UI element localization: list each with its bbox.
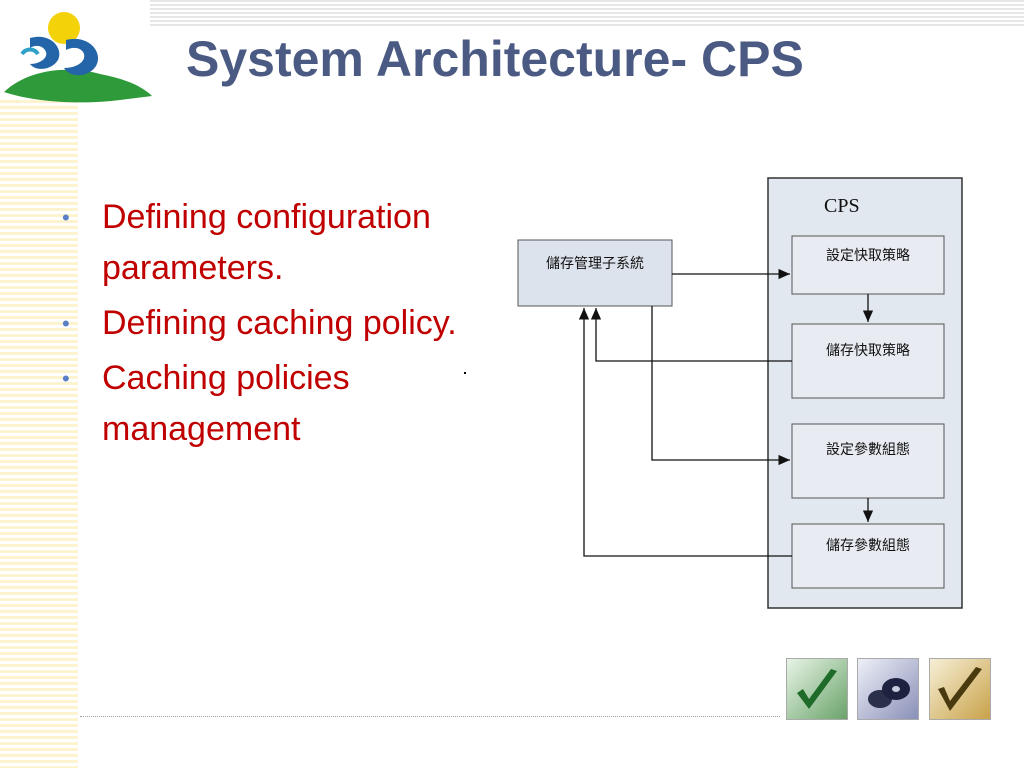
- arrow-source-to-step3: [651, 306, 790, 466]
- disc-icon: [857, 658, 919, 720]
- bullet-marker-icon: •: [62, 205, 70, 230]
- sidebar-stripe: [0, 100, 78, 768]
- bullet-text: Caching policies management: [102, 359, 350, 448]
- step-label-3: 設定參數組態: [826, 442, 910, 458]
- architecture-diagram: CPS 儲存管理子系統 設定快取策略 儲存快取策略 設定參數組態 儲存參數組態: [517, 177, 963, 609]
- step-label-4: 儲存參數組態: [826, 538, 910, 554]
- bullet-item: • Defining caching policy.: [62, 298, 502, 349]
- step-box-3: [791, 423, 945, 499]
- step-box-4: [791, 523, 945, 589]
- check-mark-icon: [786, 658, 848, 720]
- bullet-item: • Defining configuration parameters.: [62, 192, 502, 294]
- bullet-list: • Defining configuration parameters. • Def…: [62, 192, 502, 459]
- cps-label: CPS: [824, 195, 860, 217]
- bullet-text: Defining caching policy.: [102, 304, 457, 342]
- logo-icon: [4, 12, 152, 103]
- bullet-marker-icon: •: [62, 311, 70, 336]
- bullet-marker-icon: •: [62, 366, 70, 391]
- header-stripe: [150, 0, 1024, 26]
- source-box: [517, 239, 673, 307]
- source-box-label: 儲存管理子系統: [546, 256, 644, 272]
- stray-mark: [464, 372, 466, 374]
- check-mark-gold-icon: [929, 658, 991, 720]
- arrow-step4-to-source: [578, 308, 792, 557]
- step-box-1: [791, 235, 945, 295]
- step-label-2: 儲存快取策略: [826, 342, 910, 359]
- footer-divider: [80, 716, 780, 717]
- slide-title: System Architecture- CPS: [186, 31, 804, 87]
- step-box-2: [791, 323, 945, 399]
- bullet-item: • Caching policies management: [62, 353, 502, 455]
- step-label-1: 設定快取策略: [826, 247, 910, 264]
- arrow-step2-to-source: [590, 308, 792, 362]
- bullet-text: Defining configuration parameters.: [102, 198, 431, 287]
